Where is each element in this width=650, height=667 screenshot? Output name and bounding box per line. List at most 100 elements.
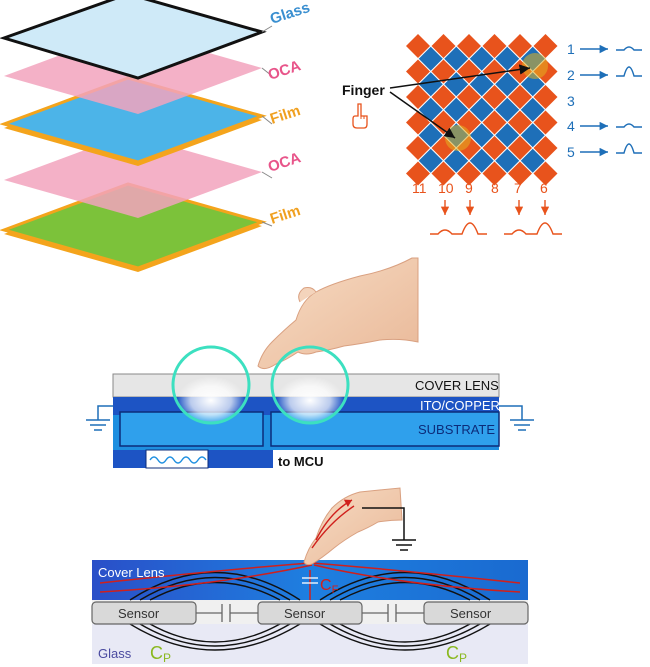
grid-diamond-blue [495,72,520,97]
glass-layer [0,0,267,80]
hand-illustration-bottom [303,487,403,566]
ground-icon-left [86,405,113,431]
row-label-2: 2 [567,67,575,83]
grid-diamond-orange [508,110,532,135]
row-outputs: 1 2 3 4 5 [567,41,642,160]
layer-label-glass: Glass [268,0,312,28]
cross-section: COVER LENS ITO/COPPER SUBSTRATE to MCU [86,345,534,469]
capacitance-diagram: Sensor Sensor Sensor Cover Lens Glass CF… [91,560,529,665]
grid-diamond-blue [444,148,469,173]
grid-diamond-orange [533,34,558,58]
touch-ring-left [171,345,251,425]
grid-diamond-orange [457,34,481,58]
grid-diamond-blue [495,97,520,122]
grid-diamond-blue [520,148,545,173]
grid-diamond-orange [508,34,532,58]
ground-icon-bottom [362,507,416,551]
touch-glow-right [276,374,344,422]
pointing-hand-icon [352,103,368,129]
grid-diamond-blue [495,46,520,71]
col-signal-left [430,222,487,235]
sensor-grid [406,34,558,186]
grid-diamond-blue [418,46,443,71]
grid-diamond-orange [406,85,430,109]
row-signal-4 [616,123,642,128]
grid-diamond-blue [495,123,520,148]
col-label-7: 7 [514,180,522,196]
row-label-3: 3 [567,93,575,109]
grid-diamond-orange [431,59,456,84]
layer-label-film-middle: Film [268,102,303,128]
grid-diamond-orange [431,34,456,58]
ito-copper-label: ITO/COPPER [420,398,500,413]
cp-label-right: CP [446,643,467,665]
grid-diamond-blue [418,123,443,148]
to-mcu-label: to MCU [278,454,324,469]
ground-icon-right [499,405,534,431]
layer-label-oca-top: OCA [266,57,303,84]
layer-stack [0,0,267,272]
col-label-10: 10 [438,180,454,196]
sensor-trace [149,456,207,464]
grid-diamond-blue [520,123,545,148]
grid-diamond-orange [431,161,456,186]
grid-diamond-blue [469,46,494,71]
touch-glow-left [177,374,245,422]
grid-diamond-orange [482,110,507,135]
cover-lens-label: COVER LENS [415,378,499,393]
capacitor-symbol-left [196,604,258,622]
grid-diamond-orange [457,161,481,186]
col-label-6: 6 [540,180,548,196]
row-label-1: 1 [567,41,575,57]
glass-band-label: Glass [98,646,132,661]
capacitor-symbol-right [362,604,424,622]
touch-ring-right [270,345,350,425]
grid-diamond-blue [418,148,443,173]
row-label-5: 5 [567,144,575,160]
row-signal-5 [616,143,642,154]
grid-diamond-orange [482,59,507,84]
row-label-4: 4 [567,118,575,134]
grid-diamond-orange [533,136,558,160]
col-label-11: 11 [412,180,427,196]
layer-label-film-bottom: Film [268,202,303,228]
sensor-label-middle: Sensor [284,606,326,621]
grid-diamond-orange [482,161,507,186]
grid-diamond-blue [495,148,520,173]
grid-diamond-orange [482,34,507,58]
column-outputs: 11 10 9 8 7 6 [412,180,562,235]
capacitor-symbol-finger [302,577,318,584]
grid-diamond-orange [482,85,507,109]
hand-illustration-top [257,257,419,370]
col-label-9: 9 [465,180,473,196]
grid-diamond-blue [418,72,443,97]
grid-diamond-orange [406,34,430,58]
grid-diamond-orange [533,110,558,135]
grid-diamond-orange [508,136,532,160]
grid-diamond-blue [469,123,494,148]
grid-diamond-blue [520,97,545,122]
row-signal-1 [616,46,642,51]
layer-labels: Glass OCA Film OCA Film [261,0,312,228]
grid-diamond-blue [444,97,469,122]
grid-diamond-blue [469,148,494,173]
grid-diamond-blue [469,72,494,97]
cf-label: CF [320,577,339,596]
grid-diamond-orange [406,136,430,160]
grid-diamond-orange [457,85,481,109]
col-signal-right [504,222,562,235]
grid-diamond-blue [444,46,469,71]
row-signal-2 [616,66,642,77]
grid-diamond-orange [533,85,558,109]
touch-highlight-lower [445,125,471,151]
grid-diamond-orange [508,85,532,109]
grid-diamond-orange [406,59,430,84]
grid-diamond-orange [406,161,430,186]
finger-callout: Finger [342,64,531,139]
finger-field-lines [99,562,521,600]
col-label-8: 8 [491,180,499,196]
sensor-label-left: Sensor [118,606,160,621]
finger-label: Finger [342,82,385,98]
grid-diamond-orange [508,161,532,186]
